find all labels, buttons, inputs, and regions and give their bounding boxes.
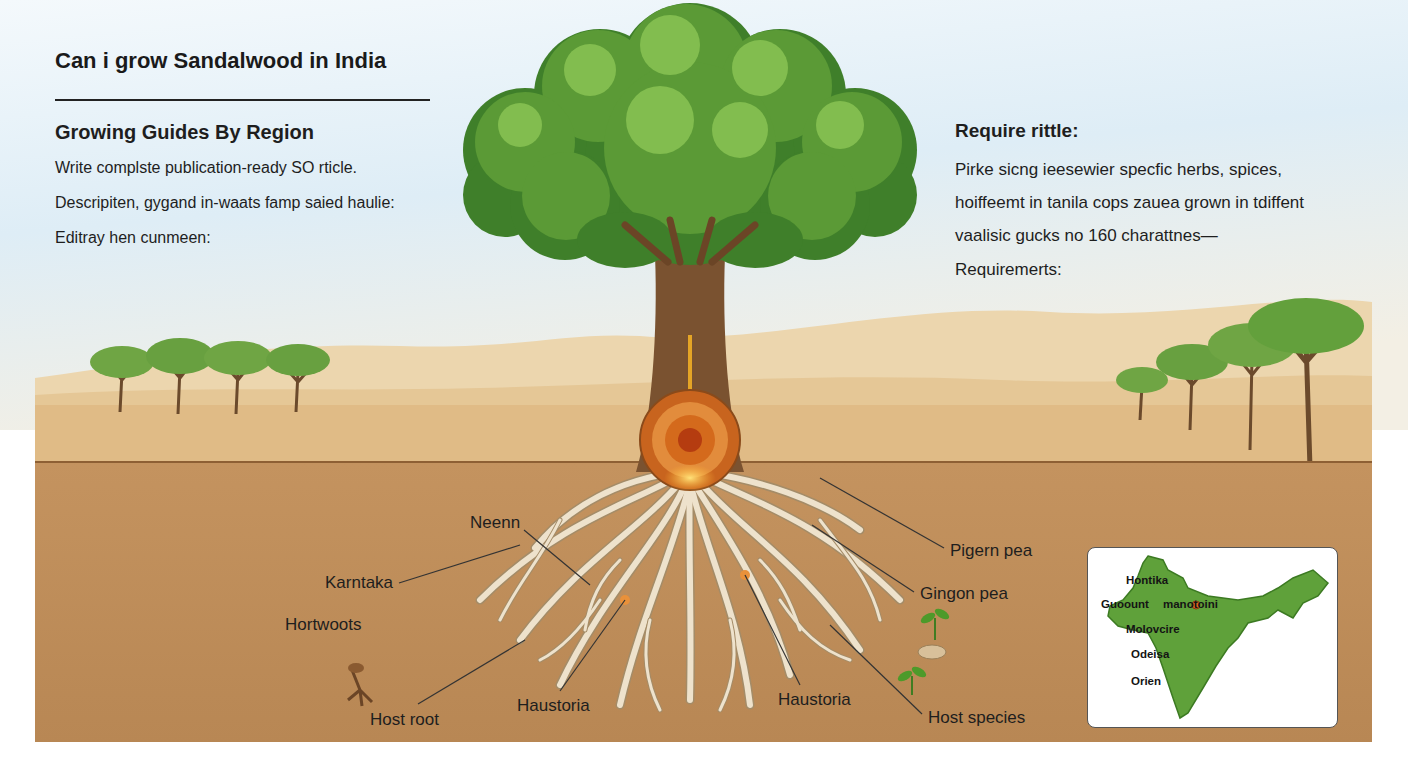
heartwood-core [678, 428, 702, 452]
body-line: Requiremerts: [955, 260, 1062, 280]
tree-canopy [1116, 367, 1168, 393]
canopy-highlight [498, 15, 864, 158]
map-label: manotoini [1163, 598, 1218, 611]
section-heading: Growing Guides By Region [55, 120, 314, 144]
india-map [1088, 548, 1336, 726]
plant-stem [934, 618, 936, 640]
tree-canopy [204, 341, 272, 375]
heartwood-ring [665, 415, 715, 465]
tree [463, 3, 917, 492]
heartwood-glow [664, 464, 716, 492]
tree-canopy [146, 338, 214, 374]
host-root-icon [348, 670, 372, 706]
map-label: Guoount [1101, 598, 1149, 611]
part-label: Pigern pea [950, 541, 1032, 561]
tree-canopy [1248, 298, 1364, 354]
plant-leaf [919, 611, 937, 626]
body-line: hoiffeemt in tanila cops zauea grown in … [955, 193, 1304, 213]
body-line: Editray hen cunmeen: [55, 228, 211, 247]
part-label: Neenn [470, 513, 520, 533]
root [480, 470, 900, 705]
plant-leaf [933, 607, 951, 622]
plant-leaf [910, 665, 928, 680]
canopy-lobe [577, 212, 673, 268]
india-outline [1108, 556, 1328, 718]
host-plants [348, 607, 951, 706]
map-label: Hontika [1126, 574, 1168, 587]
canopy-lobe [498, 103, 542, 147]
plant-stem [911, 676, 913, 695]
canopy-lobe [707, 212, 803, 268]
canopy-lobe [816, 101, 864, 149]
part-label: Haustoria [517, 696, 590, 716]
tree-branch [625, 220, 755, 262]
host-tuber [918, 645, 946, 659]
map-label: Orien [1131, 675, 1161, 688]
canopy-dark [463, 3, 917, 265]
map-panel: HontikaGuoount manotoiniMolovcireOdeisaOr… [1087, 547, 1338, 728]
tree-canopy [266, 344, 330, 376]
leader-line [399, 545, 520, 583]
body-line: Write complste publication-ready SO rtic… [55, 158, 357, 177]
canopy-lobe [732, 40, 788, 96]
host-root-icon [348, 663, 364, 673]
canopy-lobe [564, 44, 616, 96]
leader-line [560, 600, 625, 691]
body-line: vaalisic gucks no 160 charattnes— [955, 226, 1218, 246]
leader-line [812, 525, 914, 592]
leader-lines [399, 478, 944, 714]
page-title: Can i grow Sandalwood in India [55, 48, 386, 74]
leader-line [745, 575, 800, 685]
canopy-lobe [640, 15, 700, 75]
canopy-mid [475, 4, 902, 240]
section-heading: Require rittle: [955, 120, 1079, 143]
body-line: Pirke sicng ieesewier specfic herbs, spi… [955, 160, 1282, 180]
leader-line [820, 478, 944, 548]
body-line: Descripiten, gygand in-waats famp saied … [55, 193, 395, 212]
root [500, 520, 880, 710]
plant-leaf [896, 669, 914, 684]
root-outline [500, 520, 880, 710]
map-label: Odeisa [1131, 648, 1169, 661]
soil [35, 462, 1372, 742]
part-label: Gingon pea [920, 584, 1008, 604]
title-rule [55, 99, 430, 101]
root-outline [480, 470, 900, 705]
tree-canopy [90, 346, 154, 378]
canopy-lobe [626, 86, 694, 154]
map-label: Molovcire [1126, 623, 1180, 636]
canopy-lower [577, 212, 803, 268]
leader-line [524, 530, 590, 585]
part-label: Haustoria [778, 690, 851, 710]
canopy-lobe [712, 102, 768, 158]
part-label: Host root [370, 710, 439, 730]
leader-line [418, 640, 525, 704]
part-label: Host species [928, 708, 1025, 728]
part-label: Karntaka [325, 573, 393, 593]
part-label: Hortwoots [285, 615, 362, 635]
